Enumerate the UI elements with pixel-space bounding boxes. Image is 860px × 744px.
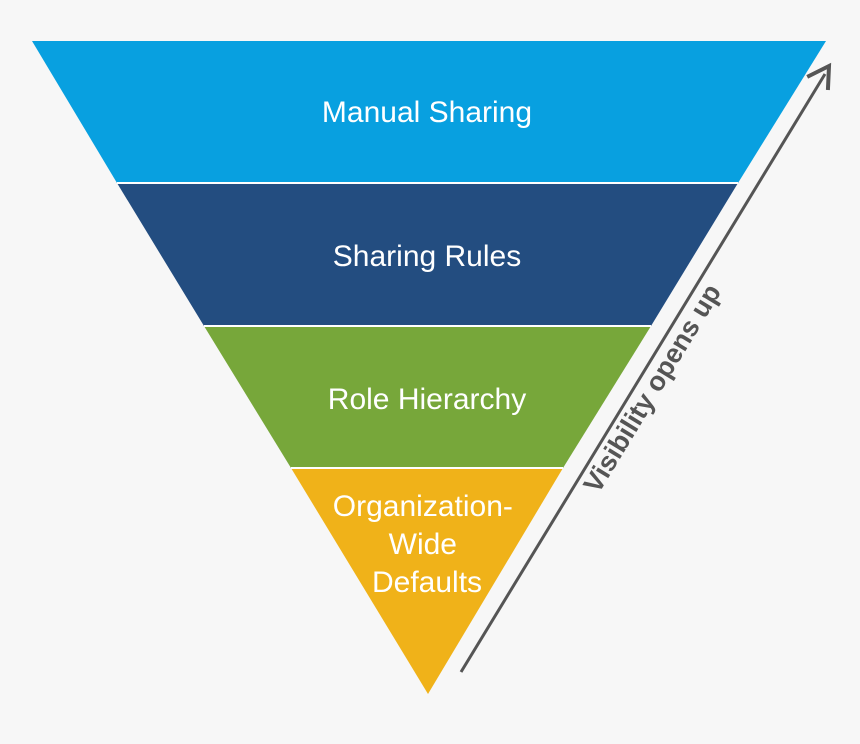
- layer-owd-label-line-2: Wide: [389, 528, 457, 561]
- layer-role-hierarchy: [204, 326, 651, 468]
- layer-manual-sharing-label-line: Manual Sharing: [322, 96, 532, 129]
- layer-owd-label-line-3: Defaults: [372, 566, 482, 599]
- layer-sharing-rules: [117, 183, 738, 326]
- layer-owd-label-line-1: Organization-: [333, 490, 513, 523]
- layer-sharing-rules-label: Sharing Rules: [333, 240, 521, 273]
- layer-role-hierarchy-label-line: Role Hierarchy: [328, 383, 526, 416]
- visibility-arrow-head-icon: [806, 62, 832, 91]
- layer-manual-sharing-label: Manual Sharing: [322, 96, 532, 129]
- layer-organization-wide-defaults: [291, 468, 563, 694]
- layer-role-hierarchy-label: Role Hierarchy: [328, 383, 526, 416]
- layer-organization-wide-defaults-label: Organization- Wide Defaults: [333, 490, 521, 599]
- visibility-arrow-shaft: [459, 73, 827, 673]
- layer-sharing-rules-label-line: Sharing Rules: [333, 240, 521, 273]
- layer-manual-sharing: [32, 41, 826, 183]
